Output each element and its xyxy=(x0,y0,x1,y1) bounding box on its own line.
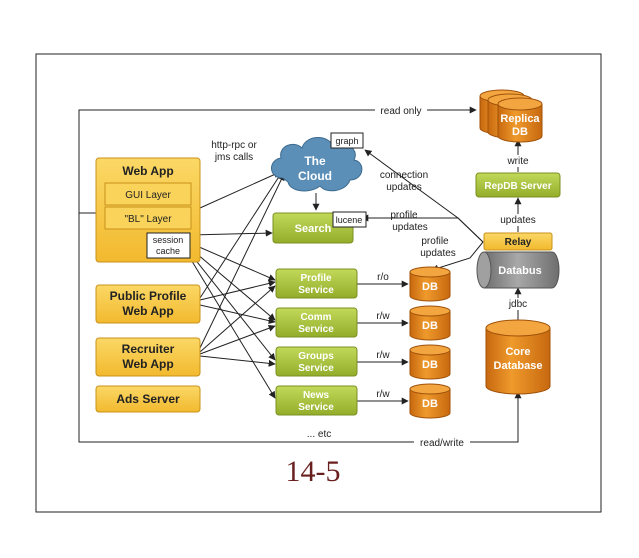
gui-layer-label: GUI Layer xyxy=(125,190,171,201)
public-profile-label-1: Public Profile xyxy=(110,289,187,303)
read-write-label: read/write xyxy=(420,438,464,449)
jdbc-bg xyxy=(505,298,532,310)
access-label: r/w xyxy=(376,350,390,361)
write-bg xyxy=(505,155,532,167)
cloud-label-2: Cloud xyxy=(298,169,332,183)
db-cylinder xyxy=(409,344,451,380)
access-label: r/w xyxy=(376,311,390,322)
service-label-2: Service xyxy=(298,324,334,335)
db-label: DB xyxy=(422,398,438,410)
search-label: Search xyxy=(295,223,332,235)
ads-server-label: Ads Server xyxy=(116,392,180,406)
write-label: write xyxy=(506,156,529,167)
http-rpc-label-2: jms calls xyxy=(214,152,253,163)
session-cache-label-1: session xyxy=(153,235,184,245)
db-cylinder xyxy=(409,305,451,341)
db-cylinder xyxy=(409,266,451,302)
etc-label: ... etc xyxy=(307,429,331,440)
connection-updates-label-2: updates xyxy=(386,182,422,193)
graph-tag-label: graph xyxy=(335,136,358,146)
service-comm xyxy=(275,307,358,338)
db-cylinder xyxy=(409,383,451,419)
databus-cylinder xyxy=(476,251,560,289)
figure-frame xyxy=(35,53,602,513)
core-db-label-1: Core xyxy=(505,346,530,358)
service-label-2: Service xyxy=(298,402,334,413)
recruiter-box xyxy=(95,337,201,377)
ads-server-box xyxy=(95,385,201,413)
access-label: r/o xyxy=(377,272,389,283)
web-app-title: Web App xyxy=(122,164,173,178)
gui-layer-box xyxy=(104,182,192,206)
connectors xyxy=(78,106,522,443)
http-rpc-label-1: http-rpc or xyxy=(211,140,257,151)
service-label-2: Service xyxy=(298,363,334,374)
updates-bg xyxy=(497,214,539,226)
read-write-bg xyxy=(414,435,470,449)
read-only-label: read only xyxy=(380,106,421,117)
service-label-1: Profile xyxy=(300,273,332,284)
repdb-server-box xyxy=(475,172,561,198)
updates-label: updates xyxy=(500,215,536,226)
service-label-2: Service xyxy=(298,285,334,296)
db-label: DB xyxy=(422,359,438,371)
service-news xyxy=(275,385,358,416)
replica-db-stack xyxy=(479,89,543,143)
access-label: r/w xyxy=(376,389,390,400)
session-cache-box xyxy=(146,232,191,259)
profile-updates-db-label-2: updates xyxy=(420,248,456,259)
figure-caption: 14-5 xyxy=(286,455,341,488)
lucene-tag-label: lucene xyxy=(336,215,363,225)
service-profile xyxy=(275,268,358,299)
repdb-server-label: RepDB Server xyxy=(484,181,551,192)
core-db-label-2: Database xyxy=(494,360,543,372)
service-label-1: Comm xyxy=(300,312,331,323)
db-label: DB xyxy=(422,320,438,332)
profile-updates-db-label-1: profile xyxy=(421,236,449,247)
service-label-1: News xyxy=(303,390,330,401)
relay-label: Relay xyxy=(505,237,532,248)
core-database-cylinder xyxy=(485,319,551,395)
bl-layer-box xyxy=(104,206,192,230)
profile-updates-label-2: updates xyxy=(392,222,428,233)
read-only-bg xyxy=(375,103,427,117)
recruiter-label-1: Recruiter xyxy=(122,342,175,356)
replica-label-2: DB xyxy=(512,126,528,138)
bl-layer-label: "BL" Layer xyxy=(124,214,172,225)
public-profile-box xyxy=(95,284,201,324)
db-label: DB xyxy=(422,281,438,293)
cloud-label-1: The xyxy=(304,154,326,168)
databus-label: Databus xyxy=(498,265,541,277)
connection-updates-label-1: connection xyxy=(380,170,428,181)
lucene-tag xyxy=(332,211,367,228)
jdbc-label: jdbc xyxy=(508,299,527,310)
public-profile-label-2: Web App xyxy=(122,304,173,318)
session-cache-label-2: cache xyxy=(156,246,180,256)
relay-box xyxy=(483,232,553,251)
service-groups xyxy=(275,346,358,377)
recruiter-label-2: Web App xyxy=(122,357,173,371)
graph-tag xyxy=(330,132,364,149)
service-label-1: Groups xyxy=(298,351,334,362)
replica-label-1: Replica xyxy=(500,113,540,125)
profile-updates-label-1: profile xyxy=(390,210,418,221)
